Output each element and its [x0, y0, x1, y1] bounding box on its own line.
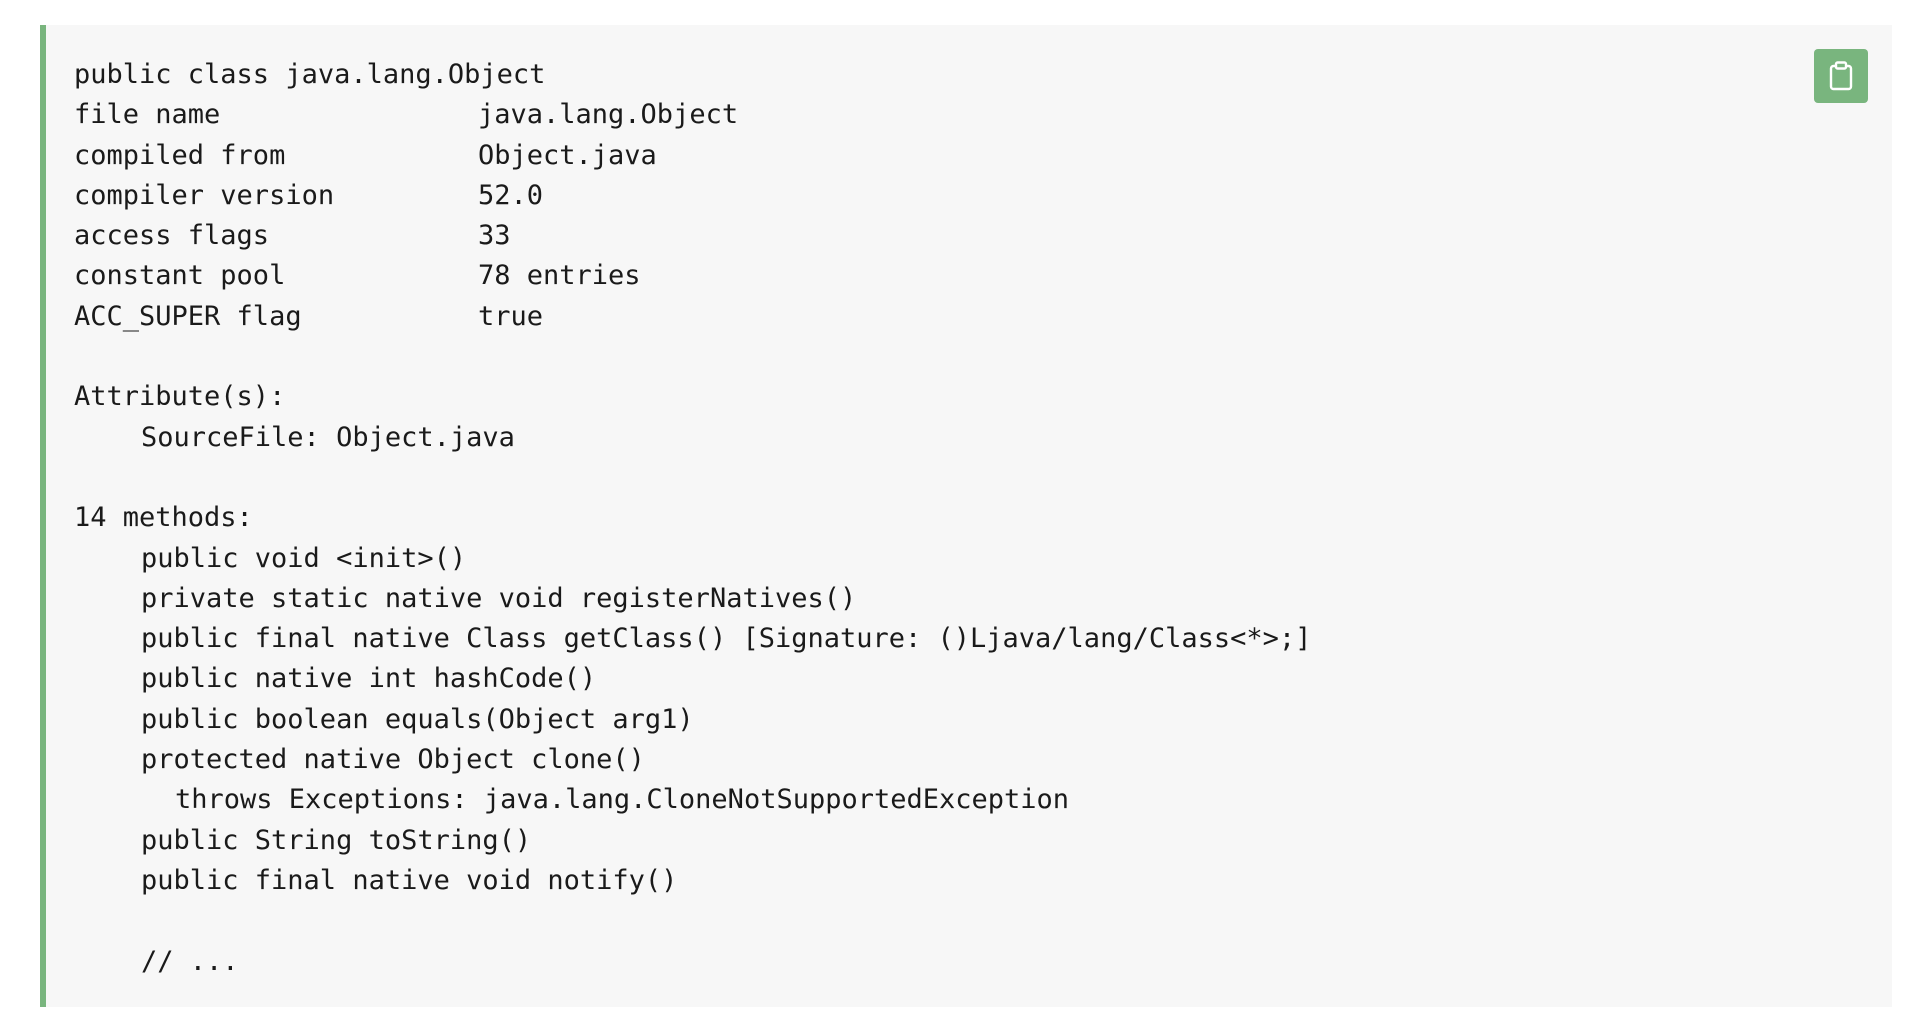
property-row: constant pool 78 entries	[74, 256, 1311, 296]
property-value: 78 entries	[478, 260, 641, 292]
property-key: compiler version	[74, 179, 335, 211]
property-value: Object.java	[478, 139, 657, 171]
blank-line	[74, 901, 1311, 941]
property-key: constant pool	[74, 260, 286, 292]
code-content: public class java.lang.Object file name ja…	[74, 55, 1311, 982]
method-line: protected native Object clone()	[141, 744, 645, 776]
attribute-item: SourceFile: Object.java	[141, 421, 515, 453]
method-line: private static native void registerNativ…	[141, 582, 857, 614]
methods-heading: 14 methods:	[74, 502, 253, 534]
attributes-heading: Attribute(s):	[74, 381, 286, 413]
property-key: compiled from	[74, 139, 286, 171]
method-line: public void <init>()	[141, 542, 467, 574]
method-line: public final native void notify()	[141, 864, 678, 896]
method-line: public native int hashCode()	[141, 663, 597, 695]
ellipsis-comment: // ...	[141, 945, 239, 977]
class-declaration: public class java.lang.Object	[74, 59, 546, 90]
blank-line	[74, 337, 1311, 377]
method-throws-line: throws Exceptions: java.lang.CloneNotSup…	[175, 784, 1070, 816]
property-value: 52.0	[478, 179, 544, 211]
property-value: true	[478, 300, 544, 332]
code-block: public class java.lang.Object file name ja…	[40, 25, 1892, 1007]
method-line: public boolean equals(Object arg1)	[141, 703, 694, 735]
property-key: ACC_SUPER flag	[74, 300, 302, 332]
property-row: file name java.lang.Object	[74, 95, 1311, 135]
property-key: file name	[74, 99, 221, 131]
clipboard-icon	[1829, 61, 1853, 91]
property-value: 33	[478, 220, 511, 252]
property-value: java.lang.Object	[478, 99, 739, 131]
property-row: compiler version 52.0	[74, 176, 1311, 216]
property-row: ACC_SUPER flag true	[74, 297, 1311, 337]
copy-button[interactable]	[1814, 49, 1868, 103]
property-key: access flags	[74, 220, 270, 252]
property-row: compiled from Object.java	[74, 136, 1311, 176]
method-line: public final native Class getClass() [Si…	[141, 623, 1312, 655]
blank-line	[74, 458, 1311, 498]
method-line: public String toString()	[141, 824, 532, 856]
property-row: access flags 33	[74, 216, 1311, 256]
